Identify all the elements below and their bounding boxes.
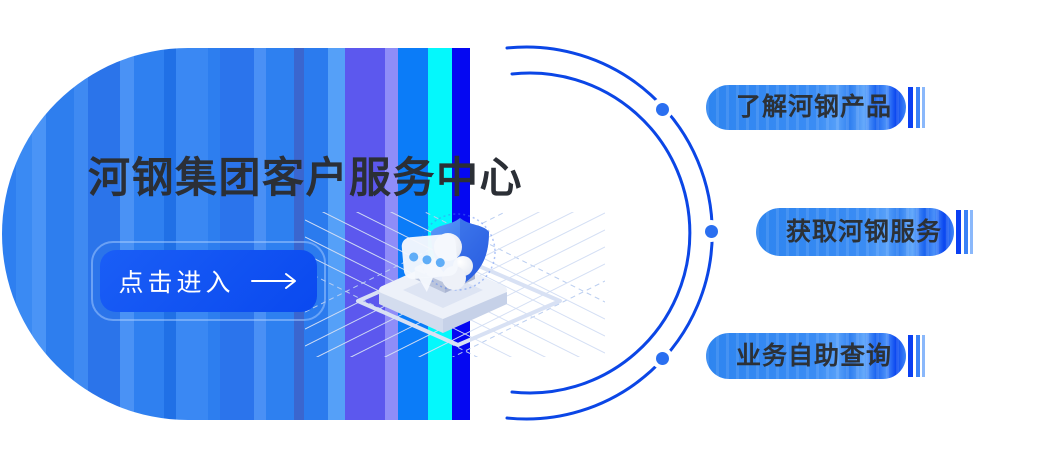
arrow-right-icon <box>250 273 296 289</box>
timeline-dot-1-core <box>655 102 669 116</box>
page-title: 河钢集团客户服务中心 <box>88 154 524 201</box>
timeline-dot-2 <box>700 220 722 242</box>
chat-bubble-icon <box>401 234 458 292</box>
timeline-dot-1 <box>651 98 673 120</box>
enter-button[interactable]: 点击进入 <box>91 241 326 321</box>
timeline-dot-3-core <box>655 351 669 365</box>
menu-item-get-services-label: 获取河钢服务 <box>786 218 943 246</box>
customer-service-illustration <box>305 212 605 357</box>
timeline-dot-2-core <box>704 224 718 238</box>
timeline-dot-3 <box>651 347 673 369</box>
menu-item-know-products-label: 了解河钢产品 <box>736 93 893 121</box>
dashed-halo <box>418 213 496 291</box>
menu-item-know-products[interactable]: 了解河钢产品 <box>706 85 932 130</box>
menu-item-get-services[interactable]: 获取河钢服务 <box>756 208 980 256</box>
enter-button-label: 点击进入 <box>118 269 235 297</box>
menu-item-self-service-query-label: 业务自助查询 <box>736 342 893 370</box>
menu-item-self-service-query[interactable]: 业务自助查询 <box>706 333 932 379</box>
striped-hero-panel <box>2 48 470 420</box>
